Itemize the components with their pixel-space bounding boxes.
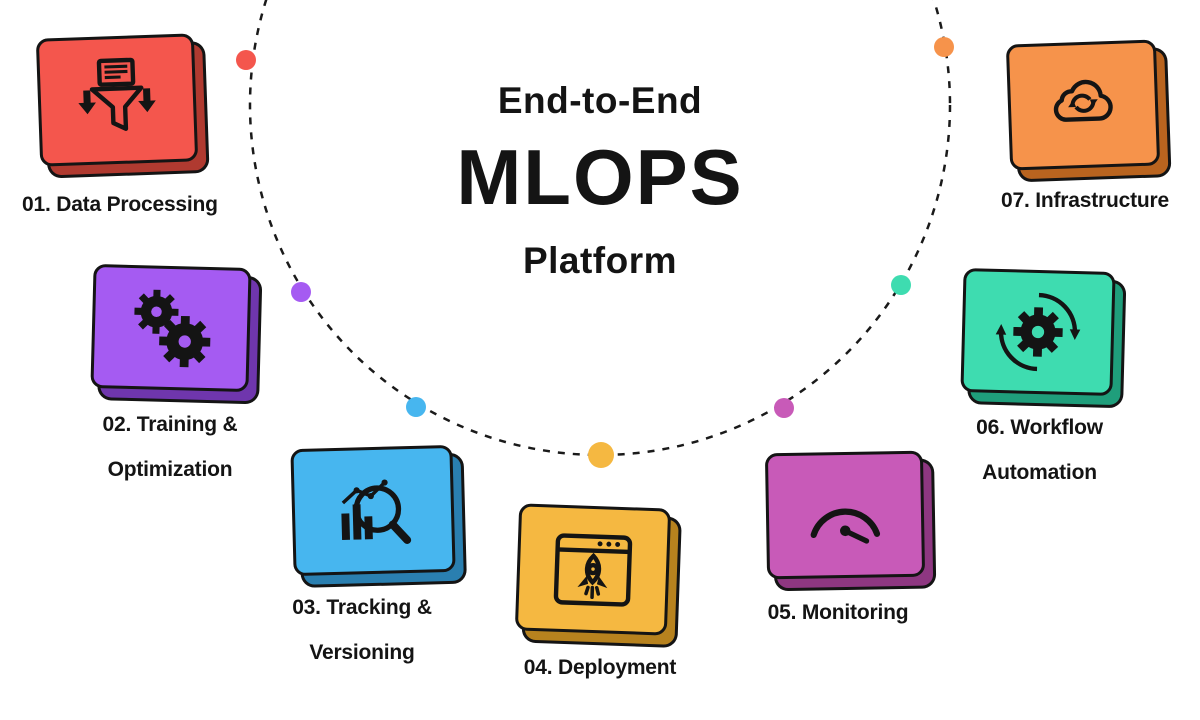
- gears-icon: [134, 289, 211, 368]
- rocket-browser-icon: [553, 532, 633, 607]
- title-bottom: Platform: [522, 240, 678, 281]
- circle-dot-1: [236, 50, 256, 70]
- title-top: End-to-End: [497, 80, 703, 121]
- card-deployment: [514, 503, 672, 636]
- label-infrastructure: 07. Infrastructure: [1001, 189, 1169, 212]
- label-deployment: 04. Deployment: [523, 656, 677, 679]
- funnel-document-icon: [78, 57, 156, 131]
- card-training-optimization: [90, 263, 252, 393]
- card-infrastructure: [1005, 39, 1161, 171]
- chart-magnifier-icon: [341, 478, 412, 544]
- label-workflow-automation: 06. Workflow Automation: [976, 416, 1103, 485]
- circle-dot-7: [934, 37, 954, 57]
- card-data-processing: [35, 33, 199, 167]
- card-monitoring: [764, 450, 926, 580]
- label-tracking-versioning: 03. Tracking & Versioning: [292, 596, 432, 665]
- label-monitoring: 05. Monitoring: [767, 601, 909, 624]
- gauge-icon: [810, 508, 881, 544]
- card-workflow-automation: [960, 268, 1116, 396]
- circle-dot-2: [291, 282, 311, 302]
- label-data-processing: 01. Data Processing: [22, 193, 218, 216]
- circle-dot-5: [774, 398, 794, 418]
- circle-dot-6: [891, 275, 911, 295]
- cloud-sync-icon: [1053, 79, 1113, 122]
- title-block: End-to-End MLOPS Platform: [310, 80, 890, 282]
- title-main: MLOPS: [456, 133, 744, 221]
- circle-dot-4: [588, 442, 614, 468]
- label-training-optimization: 02. Training & Optimization: [102, 413, 238, 482]
- circle-dot-3: [406, 397, 426, 417]
- card-tracking-versioning: [290, 444, 456, 577]
- gear-cycle-icon: [995, 292, 1081, 372]
